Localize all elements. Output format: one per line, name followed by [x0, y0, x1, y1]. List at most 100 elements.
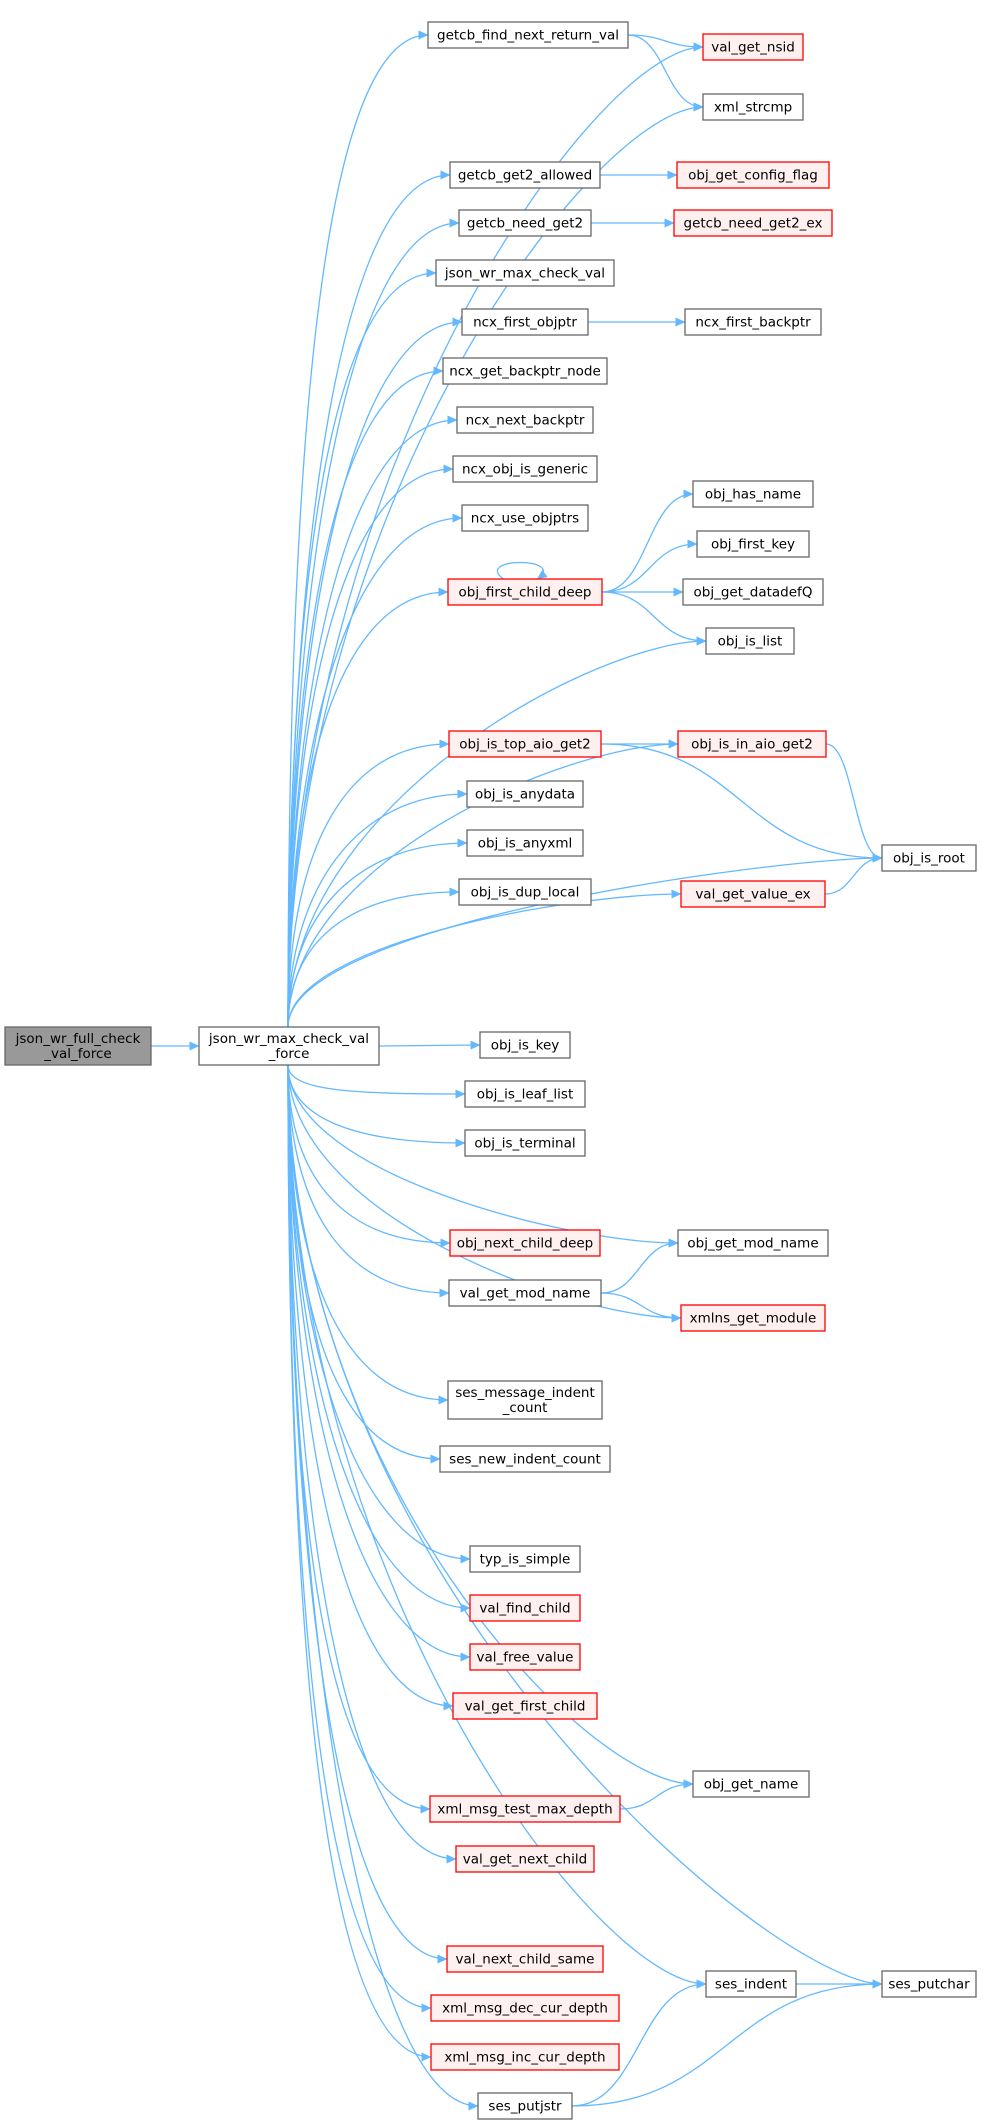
node-typ-is-simple[interactable]: typ_is_simple [469, 1545, 581, 1573]
node-label: ncx_next_backptr [466, 413, 585, 429]
node-label: obj_is_anydata [475, 787, 575, 803]
node-label: ses_new_indent_count [449, 1452, 601, 1468]
node-obj-is-in-aio-get2[interactable]: obj_is_in_aio_get2 [677, 730, 827, 758]
edge-main-to-val-find-child [287, 1064, 471, 1613]
node-getcb-need-get2-ex[interactable]: getcb_need_get2_ex [673, 209, 833, 237]
node-layer: json_wr_full_check_val_force json_wr_max_… [4, 21, 977, 2120]
node-label: ses_message_indent [455, 1385, 595, 1401]
node-label: ncx_get_backptr_node [449, 364, 601, 380]
edge-layer [150, 30, 883, 2111]
edge-main-to-obj-get-name [287, 1064, 694, 1789]
node-ses-indent[interactable]: ses_indent [705, 1970, 797, 1998]
node-val-get-value-ex[interactable]: val_get_value_ex [680, 880, 826, 908]
node-label: ses_putchar [888, 1977, 970, 1993]
node-ncx-use-objptrs[interactable]: ncx_use_objptrs [461, 504, 589, 532]
node-obj-is-dup-local[interactable]: obj_is_dup_local [458, 878, 592, 906]
node-label: obj_get_mod_name [687, 1236, 818, 1252]
node-box [430, 1994, 620, 2022]
node-label: obj_is_key [491, 1038, 560, 1054]
node-obj-first-key[interactable]: obj_first_key [696, 530, 810, 558]
node-obj-is-leaf-list[interactable]: obj_is_leaf_list [464, 1080, 586, 1108]
edge-main-to-xml-msg-inc-cur-depth [287, 1064, 432, 2062]
node-main[interactable]: json_wr_max_check_val_force [198, 1026, 380, 1066]
node-label: ncx_obj_is_generic [462, 462, 588, 478]
edge-main-to-json-wr-max-check-val [287, 268, 437, 1028]
node-getcb-get2-allowed[interactable]: getcb_get2_allowed [449, 161, 601, 189]
node-obj-is-terminal[interactable]: obj_is_terminal [464, 1129, 586, 1157]
node-root[interactable]: json_wr_full_check_val_force [4, 1026, 152, 1066]
node-label: getcb_need_get2 [467, 216, 583, 232]
node-xml-strcmp[interactable]: xml_strcmp [702, 93, 804, 121]
edge-main-to-ncx-next-backptr [287, 415, 458, 1028]
node-obj-is-top-aio-get2[interactable]: obj_is_top_aio_get2 [448, 730, 602, 758]
node-label: ses_putjstr [488, 2099, 562, 2115]
node-obj-is-anyxml[interactable]: obj_is_anyxml [466, 829, 584, 857]
node-getcb-need-get2[interactable]: getcb_need_get2 [458, 209, 592, 237]
node-obj-get-config-flag[interactable]: obj_get_config_flag [676, 161, 830, 189]
edge-main-to-obj-is-terminal [287, 1064, 466, 1148]
node-label: xml_msg_test_max_depth [437, 1802, 612, 1818]
node-val-get-nsid[interactable]: val_get_nsid [702, 33, 804, 61]
node-obj-is-anydata[interactable]: obj_is_anydata [466, 780, 584, 808]
edge-main-to-val-get-mod-name [287, 1064, 450, 1298]
edge-main-to-typ-is-simple [287, 1064, 471, 1564]
node-xml-msg-test-max-depth[interactable]: xml_msg_test_max_depth [429, 1795, 621, 1823]
node-box [677, 730, 827, 758]
node-obj-next-child-deep[interactable]: obj_next_child_deep [449, 1229, 601, 1257]
node-json-wr-max-check-val[interactable]: json_wr_max_check_val [435, 259, 615, 287]
node-obj-is-root[interactable]: obj_is_root [881, 844, 977, 872]
node-obj-get-mod-name[interactable]: obj_get_mod_name [677, 1229, 829, 1257]
node-val-free-value[interactable]: val_free_value [469, 1643, 581, 1671]
edge-obj-is-in-aio-get2-to-obj-is-root [825, 743, 883, 863]
node-ncx-next-backptr[interactable]: ncx_next_backptr [456, 406, 594, 434]
edge-main-to-val-free-value [287, 1064, 471, 1662]
node-ncx-first-objptr[interactable]: ncx_first_objptr [461, 308, 589, 336]
node-label: ses_indent [715, 1977, 787, 1993]
node-val-find-child[interactable]: val_find_child [469, 1594, 581, 1622]
node-label: val_free_value [476, 1650, 573, 1666]
node-label: ncx_first_objptr [473, 315, 577, 331]
node-label: _val_force [43, 1046, 112, 1062]
node-ncx-get-backptr-node[interactable]: ncx_get_backptr_node [442, 357, 608, 385]
node-label: ncx_use_objptrs [471, 511, 579, 527]
node-obj-get-datadefQ[interactable]: obj_get_datadefQ [682, 578, 824, 606]
node-val-get-next-child[interactable]: val_get_next_child [455, 1845, 595, 1873]
edge-main-to-ncx-first-objptr [287, 317, 463, 1028]
node-label: ncx_first_backptr [695, 315, 811, 331]
node-xml-msg-inc-cur-depth[interactable]: xml_msg_inc_cur_depth [430, 2043, 620, 2071]
node-ses-putjstr[interactable]: ses_putjstr [477, 2092, 573, 2120]
node-xmlns-get-module[interactable]: xmlns_get_module [680, 1304, 826, 1332]
node-label: val_get_first_child [465, 1699, 586, 1715]
node-box [881, 844, 977, 872]
node-xml-msg-dec-cur-depth[interactable]: xml_msg_dec_cur_depth [430, 1994, 620, 2022]
node-box [692, 1770, 810, 1798]
node-box [673, 209, 833, 237]
node-label: val_get_nsid [711, 40, 795, 56]
node-obj-get-name[interactable]: obj_get_name [692, 1770, 810, 1798]
node-obj-is-list[interactable]: obj_is_list [705, 627, 795, 655]
node-val-next-child-same[interactable]: val_next_child_same [446, 1945, 604, 1973]
node-box [4, 1026, 152, 1066]
node-obj-is-key[interactable]: obj_is_key [479, 1031, 571, 1059]
node-ses-putchar[interactable]: ses_putchar [881, 1970, 977, 1998]
edge-main-to-obj-is-top-aio-get2 [287, 739, 450, 1028]
node-val-get-mod-name[interactable]: val_get_mod_name [448, 1279, 602, 1307]
edge-main-to-obj-first-child-deep [287, 587, 449, 1028]
edge-main-to-val-get-next-child [287, 1064, 457, 1864]
node-ses-message-indent-count[interactable]: ses_message_indent_count [447, 1380, 603, 1420]
node-ncx-first-backptr[interactable]: ncx_first_backptr [684, 308, 822, 336]
node-box [466, 829, 584, 857]
edge-xml-msg-test-max-depth-to-obj-get-name [619, 1779, 694, 1810]
node-label: typ_is_simple [480, 1552, 571, 1568]
node-obj-has-name[interactable]: obj_has_name [692, 480, 814, 508]
node-ncx-obj-is-generic[interactable]: ncx_obj_is_generic [452, 455, 598, 483]
node-ses-new-indent-count[interactable]: ses_new_indent_count [439, 1445, 611, 1473]
node-box [461, 308, 589, 336]
node-label: obj_is_leaf_list [477, 1087, 574, 1103]
node-getcb-find-next-return-val[interactable]: getcb_find_next_return_val [427, 21, 629, 49]
edge-getcb-find-next-return-val-to-val-get-nsid [627, 34, 704, 52]
edge-main-to-val-get-value-ex [287, 889, 682, 1028]
node-val-get-first-child[interactable]: val_get_first_child [452, 1692, 598, 1720]
node-obj-first-child-deep[interactable]: obj_first_child_deep [447, 578, 603, 606]
